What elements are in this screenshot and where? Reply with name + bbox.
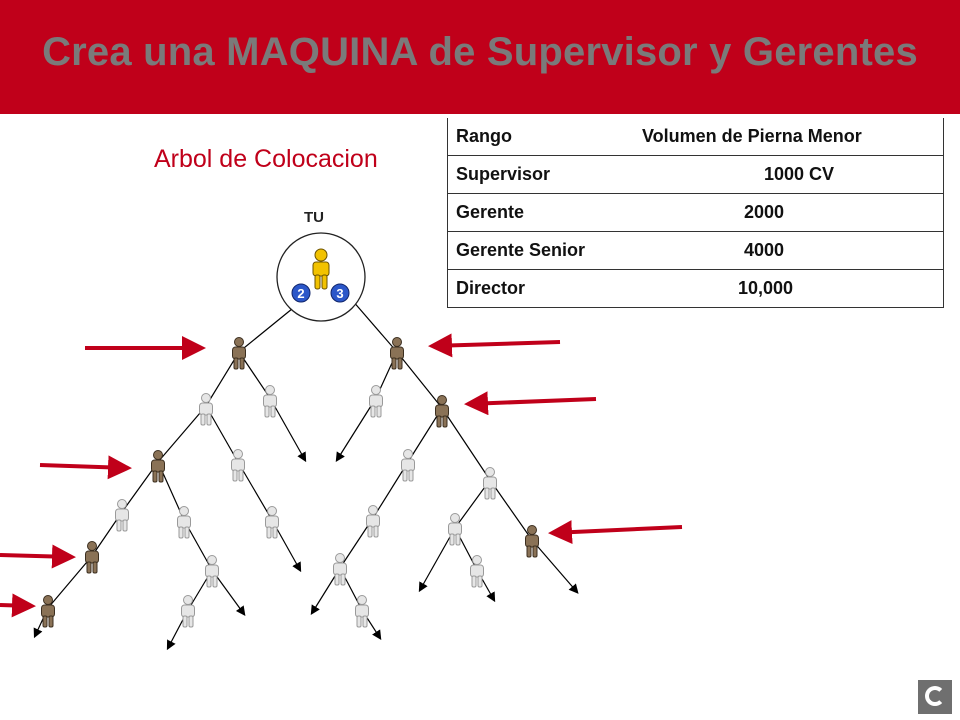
tree-branch	[237, 461, 273, 521]
ranks-table: Rango Volumen de Pierna Menor Supervisor…	[447, 118, 944, 308]
tree-branch	[396, 351, 443, 409]
inactive-person-icon	[369, 385, 383, 418]
tree-branch	[157, 405, 207, 463]
active-person-icon	[525, 525, 539, 558]
active-person-icon	[435, 395, 449, 428]
table-header-rank: Rango	[447, 118, 614, 156]
root-person-icon	[312, 248, 330, 290]
tree-branch-arrow	[418, 527, 456, 593]
inactive-person-icon	[333, 553, 347, 586]
tree-branch	[351, 299, 398, 353]
root-node-circle	[276, 232, 366, 322]
inactive-person-icon	[205, 555, 219, 588]
tree-branch-arrow	[531, 539, 579, 594]
tree-branch-arrow	[269, 397, 307, 463]
table-cell-rank: Gerente	[447, 193, 614, 232]
table-row: Gerente 2000	[447, 193, 944, 232]
position-badge	[291, 283, 311, 303]
tree-branch	[441, 407, 491, 481]
inactive-person-icon	[263, 385, 277, 418]
tree-branch	[489, 479, 533, 541]
inactive-person-icon	[483, 467, 497, 500]
table-cell-volume: 1000 CV	[614, 155, 944, 194]
table-cell-volume: 10,000	[614, 269, 944, 308]
inactive-person-icon	[177, 506, 191, 539]
table-cell-volume: 2000	[614, 193, 944, 232]
table-row: Gerente Senior 4000	[447, 231, 944, 270]
tree-subtitle: Arbol de Colocacion	[154, 145, 378, 173]
tree-branch-arrow	[335, 397, 377, 463]
active-person-icon	[85, 541, 99, 574]
tree-branch	[407, 407, 443, 463]
pointer-arrow	[0, 593, 36, 618]
active-person-icon	[41, 595, 55, 628]
active-person-icon	[390, 337, 404, 370]
inactive-person-icon	[199, 393, 213, 426]
page-title: Crea una MAQUINA de Supervisor y Gerente…	[42, 30, 918, 74]
tree-branch	[47, 555, 93, 609]
position-badge-label: 3	[336, 286, 343, 301]
root-label: TU	[304, 209, 324, 226]
table-cell-rank: Director	[447, 269, 614, 308]
pointer-arrow	[548, 520, 683, 545]
inactive-person-icon	[355, 595, 369, 628]
table-header-volume: Volumen de Pierna Menor	[614, 118, 944, 156]
table-header-row: Rango Volumen de Pierna Menor	[447, 118, 944, 156]
active-person-icon	[151, 450, 165, 483]
pointer-arrow	[0, 544, 76, 569]
inactive-person-icon	[448, 513, 462, 546]
header-banner: Crea una MAQUINA de Supervisor y Gerente…	[0, 0, 960, 114]
pointer-arrow	[428, 333, 561, 358]
inactive-person-icon	[115, 499, 129, 532]
active-person-icon	[232, 337, 246, 370]
inactive-person-icon	[231, 449, 245, 482]
inactive-person-icon	[366, 505, 380, 538]
table-cell-rank: Supervisor	[447, 155, 614, 194]
brand-logo	[918, 680, 952, 714]
table-cell-rank: Gerente Senior	[447, 231, 614, 270]
table-row: Supervisor 1000 CV	[447, 155, 944, 194]
inactive-person-icon	[181, 595, 195, 628]
pointer-arrow	[39, 455, 132, 480]
table-row: Director 10,000	[447, 269, 944, 308]
inactive-person-icon	[470, 555, 484, 588]
position-badge-label: 2	[297, 286, 304, 301]
table-cell-volume: 4000	[614, 231, 944, 270]
position-badge	[330, 283, 350, 303]
inactive-person-icon	[265, 506, 279, 539]
inactive-person-icon	[401, 449, 415, 482]
pointer-arrow	[464, 391, 597, 416]
tree-branch	[372, 461, 409, 519]
